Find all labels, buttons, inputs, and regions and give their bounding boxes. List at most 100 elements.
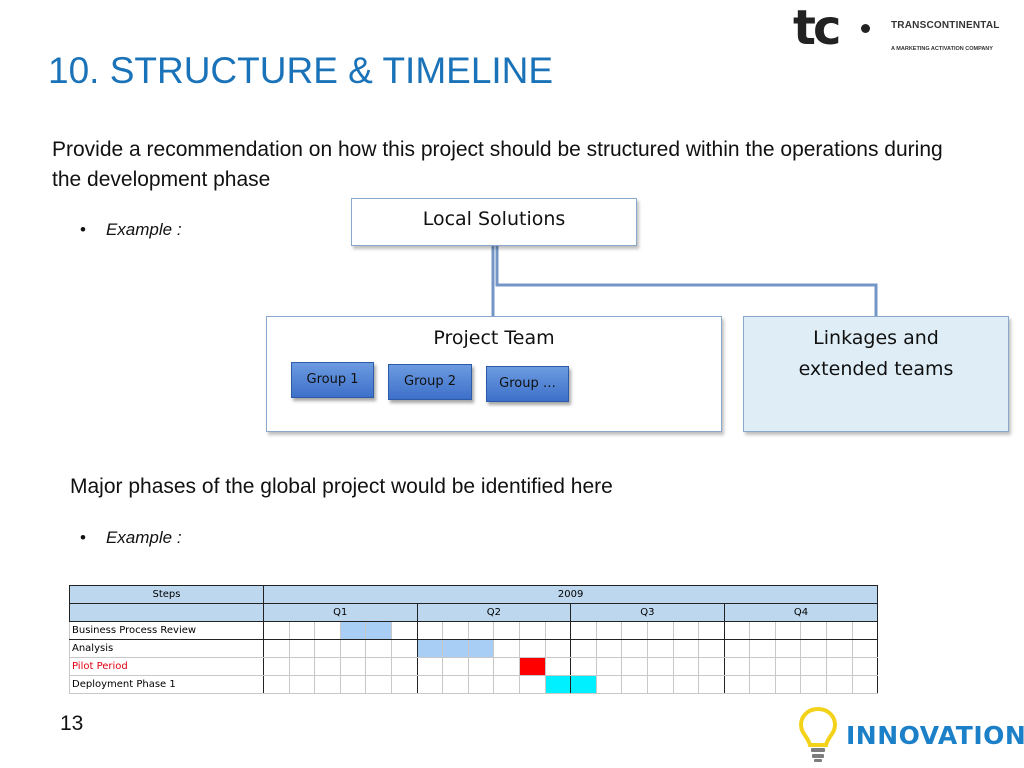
project-team-label: Project Team [433,327,555,349]
timeline-cell [851,657,879,676]
timeline-cell [442,675,469,694]
timeline-cell-active [365,621,392,640]
timeline-cell [826,621,853,640]
linkages-label-line1: Linkages and [813,327,939,349]
timeline-cell [518,621,546,640]
timeline-cell [698,639,725,658]
bullet-example-2: • Example : [80,528,182,548]
timeline-cell [570,657,597,676]
logo-tagline: A MARKETING ACTIVATION COMPANY [891,46,993,52]
steps-header: Steps [69,585,264,604]
timeline-cell [339,639,367,658]
timeline-cell [263,657,290,676]
page-number: 13 [60,712,84,735]
table-row: Business Process Review [69,621,879,640]
timeline-cell [774,639,802,658]
quarter-header: Q1 [263,603,418,622]
timeline-cell [493,639,520,658]
timeline-cell [749,657,776,676]
lightbulb-icon [798,706,838,762]
timeline-cell [390,657,418,676]
quarter-header-row: Q1 Q2 Q3 Q4 [69,603,879,622]
innovation-wordmark: INNOVATION [846,721,1024,750]
timeline-cell [288,621,316,640]
phases-text: Major phases of the global project would… [70,475,613,498]
timeline-cell [851,621,879,640]
timeline-cell-active [544,675,572,694]
timeline-cell [365,657,392,676]
timeline-cell [800,657,828,676]
timeline-cell [826,639,853,658]
bullet-text: Example : [105,528,182,547]
timeline-cell [570,639,597,658]
timeline-cell [826,675,853,694]
timeline-cell [314,657,341,676]
timeline-cell [467,621,495,640]
timeline-cell [493,621,520,640]
timeline-cell [800,675,828,694]
step-label: Business Process Review [69,621,264,640]
timeline-cell [800,621,828,640]
bullet-dot-icon: • [80,528,86,547]
timeline-cell [749,639,776,658]
timeline-cell [595,675,623,694]
timeline-cell [288,639,316,658]
timeline-cell [774,621,802,640]
timeline-cell [698,621,725,640]
timeline-cell [774,657,802,676]
timeline-cell [416,657,444,676]
timeline-cell [390,675,418,694]
quarter-header: Q2 [416,603,572,622]
org-box-linkages: Linkages and extended teams [743,316,1009,432]
timeline-cell [518,675,546,694]
timeline-cell-active [416,639,444,658]
timeline-table: Steps 2009 Q1 Q2 Q3 Q4 Business Process … [69,585,879,694]
timeline-cell [493,675,520,694]
timeline-cell [621,657,648,676]
timeline-cell [646,657,674,676]
timeline-cell [467,675,495,694]
transcontinental-logo: tc TRANSCONTINENTAL A MARKETING ACTIVATI… [793,0,1008,56]
timeline-cell [672,675,700,694]
timeline-cell [826,657,853,676]
timeline-cell [544,621,572,640]
timeline-cell [288,657,316,676]
timeline-cell [749,675,776,694]
timeline-cell [646,675,674,694]
timeline-cell [595,621,623,640]
timeline-cell [621,639,648,658]
step-label: Analysis [69,639,264,658]
logo-company-name: TRANSCONTINENTAL [891,20,1000,31]
timeline-cell [314,675,341,694]
timeline-cell [442,621,469,640]
timeline-cell [314,621,341,640]
timeline-cell [263,639,290,658]
group-box-1: Group 1 [291,362,374,398]
timeline-cell [288,675,316,694]
step-label: Pilot Period [69,657,264,676]
innovation-logo: INNOVATION [798,705,1024,765]
slide-title: 10. STRUCTURE & TIMELINE [48,50,554,91]
timeline-cell-active [570,675,597,694]
timeline-cell [263,675,290,694]
timeline-cell [518,639,546,658]
quarter-header: Q4 [723,603,879,622]
timeline-cell [416,621,444,640]
timeline-cell [467,657,495,676]
timeline-cell [365,675,392,694]
bullet-example-1: •Example : [80,220,182,240]
timeline-cell [544,657,572,676]
timeline-cell [442,657,469,676]
timeline-cell [723,675,751,694]
table-row: Analysis [69,639,879,658]
timeline-cell [646,639,674,658]
tc-logo-mark: tc [793,0,841,56]
steps-header-blank [69,603,264,622]
timeline-cell [672,657,700,676]
linkages-label: Linkages and extended teams [744,323,1008,385]
logo-dot-icon [861,24,870,33]
group-box-2: Group 2 [388,364,472,400]
linkages-label-line2: extended teams [798,358,954,380]
table-row: Deployment Phase 1 [69,675,879,694]
